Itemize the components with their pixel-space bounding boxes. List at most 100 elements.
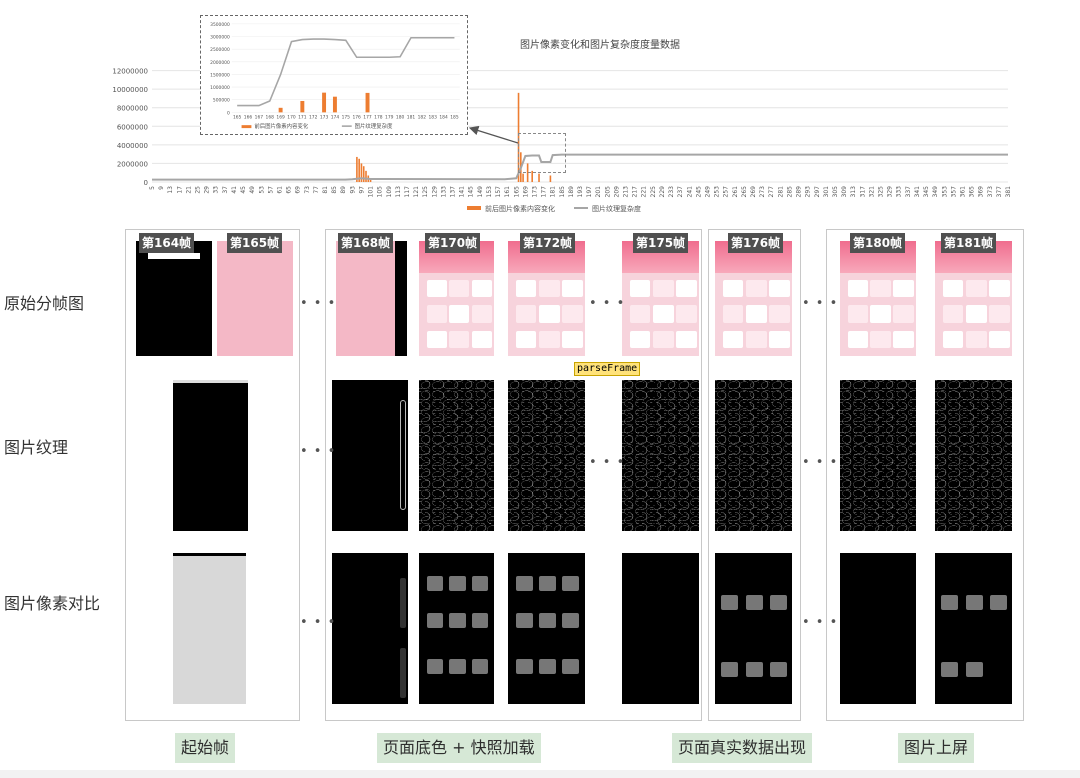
- frame-170-original: [419, 241, 494, 356]
- main-x-tick-label: 65: [286, 186, 293, 194]
- main-x-tick-label: 229: [659, 186, 666, 198]
- main-bar: [522, 173, 524, 182]
- inset-legend-bar-label: 前后图片像素内容变化: [254, 122, 309, 130]
- frame-172-texture: [508, 380, 585, 531]
- main-x-tick-label: 81: [322, 186, 329, 194]
- main-x-tick-label: 225: [650, 186, 657, 198]
- main-x-tick-label: 337: [905, 186, 912, 198]
- frame-180-texture: [840, 380, 916, 531]
- main-bar: [362, 166, 365, 182]
- main-x-tick-label: 309: [841, 186, 848, 198]
- inset-x-tick-label: 169: [276, 114, 285, 120]
- main-legend-line-label: 图片纹理复杂度: [592, 204, 641, 213]
- inset-y-tick-label: 1500000: [210, 72, 230, 78]
- frame-176-pixel-diff: [715, 553, 792, 704]
- ellipsis-row2-a: • • •: [300, 444, 337, 459]
- frame-168-original: [336, 241, 407, 356]
- inset-x-tick-label: 179: [385, 114, 394, 120]
- frame-label-181: 第181帧: [941, 233, 997, 253]
- main-x-tick-label: 377: [996, 186, 1003, 198]
- main-x-tick-label: 301: [823, 186, 830, 198]
- main-line-series: [152, 153, 1008, 181]
- inset-x-tick-label: 174: [331, 114, 340, 120]
- main-x-tick-label: 113: [395, 186, 402, 198]
- main-x-tick-label: 169: [522, 186, 529, 198]
- ellipsis-row1-b: • • •: [589, 296, 626, 311]
- frame-168-texture: [332, 380, 408, 531]
- main-x-tick-label: 161: [504, 186, 511, 198]
- phase-label-start: 起始帧: [175, 733, 236, 763]
- main-x-tick-label: 97: [358, 186, 365, 194]
- main-x-tick-label: 329: [887, 186, 894, 198]
- frame-176-texture: [715, 380, 792, 531]
- phase-label-skeleton: 页面底色 + 快照加载: [377, 733, 541, 763]
- inset-y-tick-label: 0: [227, 110, 230, 116]
- main-x-tick-label: 281: [777, 186, 784, 198]
- frame-168-pixel-diff: [332, 553, 408, 704]
- main-x-tick-label: 253: [714, 186, 721, 198]
- inset-y-tick-label: 2500000: [210, 47, 230, 53]
- main-x-tick-label: 9: [158, 186, 165, 190]
- main-x-tick-label: 149: [477, 186, 484, 198]
- main-x-tick-label: 133: [440, 186, 447, 198]
- frame-181-pixel-diff: [935, 553, 1012, 704]
- inset-y-tick-label: 500000: [213, 98, 230, 104]
- inset-x-tick-label: 180: [396, 114, 405, 120]
- inset-x-tick-label: 176: [352, 114, 361, 120]
- main-x-tick-label: 197: [586, 186, 593, 198]
- main-bar: [360, 163, 363, 182]
- main-x-tick-label: 29: [204, 186, 211, 194]
- inset-x-tick-label: 166: [244, 114, 253, 120]
- main-x-tick-label: 157: [495, 186, 502, 198]
- inset-bar: [365, 92, 370, 113]
- main-x-tick-label: 189: [568, 186, 575, 198]
- frame-label-170: 第170帧: [425, 233, 481, 253]
- ellipsis-row3-b: • • •: [802, 615, 839, 630]
- main-bar: [549, 175, 552, 182]
- main-x-tick-label: 137: [450, 186, 457, 198]
- inset-legend-bar-swatch: [241, 125, 252, 129]
- main-x-tick-label: 213: [623, 186, 630, 198]
- frame-181-texture: [935, 380, 1012, 531]
- ellipsis-row2-c: • • •: [802, 455, 839, 470]
- main-x-tick-label: 285: [786, 186, 793, 198]
- inset-x-tick-label: 173: [320, 114, 329, 120]
- phase-label-image-onscreen: 图片上屏: [898, 733, 975, 763]
- inset-bar: [332, 96, 337, 113]
- frame-181-original: [935, 241, 1012, 356]
- main-x-tick-label: 269: [750, 186, 757, 198]
- inset-x-tick-label: 183: [428, 114, 437, 120]
- main-chart-title: 图片像素变化和图片复杂度度量数据: [520, 38, 680, 51]
- main-x-tick-label: 237: [677, 186, 684, 198]
- main-x-tick-label: 297: [814, 186, 821, 198]
- frame-164-original: [136, 241, 212, 356]
- main-x-tick-label: 41: [231, 186, 238, 194]
- ellipsis-row1-c: • • •: [802, 296, 839, 311]
- main-x-tick-label: 73: [304, 186, 311, 194]
- inset-x-tick-label: 170: [287, 114, 296, 120]
- main-x-tick-label: 173: [531, 186, 538, 198]
- group-image-onscreen: [826, 229, 1024, 721]
- main-x-tick-label: 217: [632, 186, 639, 198]
- main-x-tick-label: 265: [741, 186, 748, 198]
- main-x-tick-label: 25: [195, 186, 202, 194]
- parse-frame-tag: parseFrame: [574, 362, 641, 376]
- phase-label-real-data: 页面真实数据出现: [672, 733, 813, 763]
- frame-label-164: 第164帧: [139, 233, 195, 253]
- main-x-tick-label: 349: [932, 186, 939, 198]
- ellipsis-row3-a: • • •: [300, 615, 337, 630]
- frame-label-172: 第172帧: [520, 233, 576, 253]
- main-bar: [356, 156, 358, 182]
- main-bar: [531, 170, 533, 182]
- main-x-tick-label: 121: [413, 186, 420, 198]
- group-skeleton: [325, 229, 702, 721]
- main-x-tick-label: 341: [914, 186, 921, 198]
- inset-x-tick-label: 175: [342, 114, 351, 120]
- frame-165-pixel-diff: [173, 553, 246, 704]
- frame-180-pixel-diff: [840, 553, 916, 704]
- main-x-tick-label: 17: [176, 186, 183, 194]
- main-x-tick-label: 13: [167, 186, 174, 194]
- main-y-tick-label: 8000000: [117, 105, 148, 113]
- inset-legend-line-label: 图片纹理复杂度: [355, 122, 393, 130]
- main-x-tick-label: 181: [550, 186, 557, 198]
